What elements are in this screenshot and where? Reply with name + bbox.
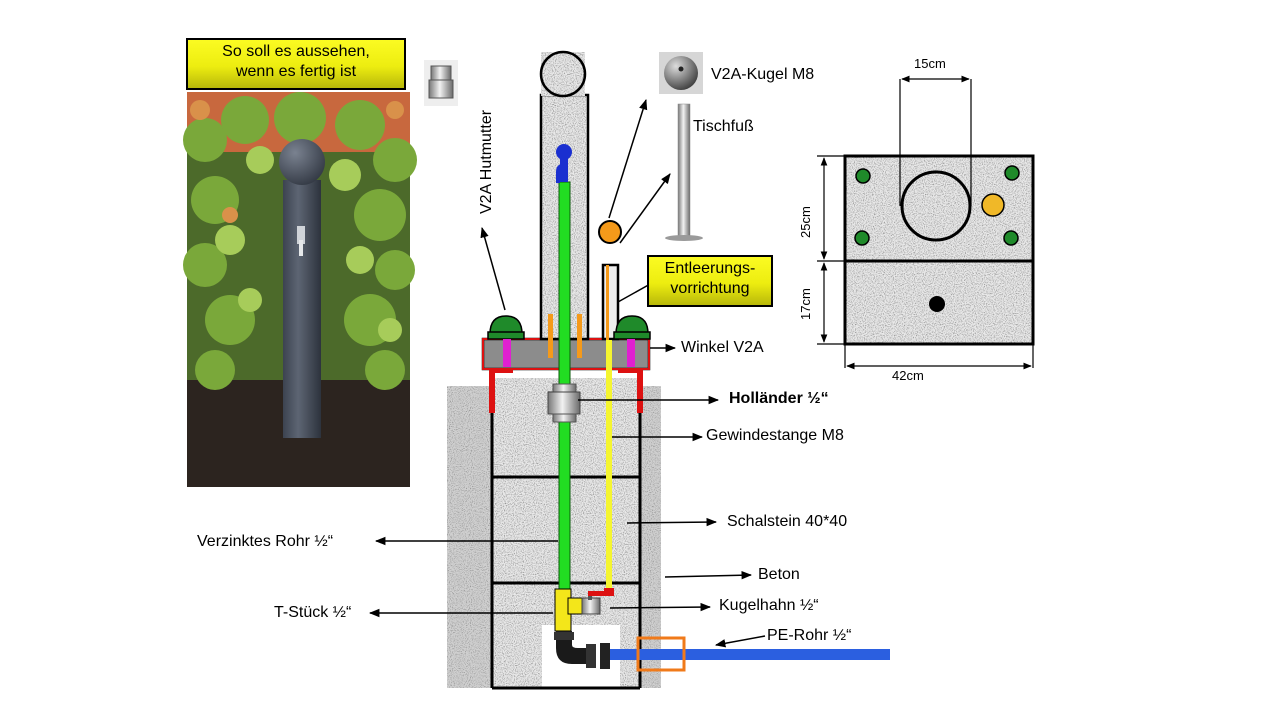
angle-brackets [489,369,643,413]
dim-width-bottom: 42cm [892,368,924,383]
spacer-right [577,314,582,358]
label-threaded-rod: Gewindestange M8 [706,427,844,444]
label-t-piece: T-Stück ½“ [274,604,352,621]
steel-ball-icon [659,52,703,94]
dim-width-top: 15cm [914,56,946,71]
drain-callout-line-2: vorrichtung [670,280,750,297]
label-concrete: Beton [758,566,800,583]
table-leg-icon [665,103,703,241]
preview-callout: So soll es aussehen, wenn es fertig ist [186,38,406,90]
drain-device [598,220,622,341]
label-ball: V2A-Kugel M8 [711,66,815,83]
dimension-lines [817,75,1034,370]
label-union: Holländer ½“ [729,390,829,407]
label-galvanized-pipe: Verzinktes Rohr ½“ [197,533,334,550]
label-cap-nut: V2A Hutmutter [478,109,495,214]
pe-pipe-sleeve [636,636,686,672]
ball-valve [581,591,610,615]
dim-height-lower: 17cm [798,288,813,320]
drain-callout: Entleerungs- vorrichtung [647,255,773,307]
dim-height-upper: 25cm [798,206,813,238]
label-table-leg: Tischfuß [693,118,754,135]
cap-nut-left [487,315,525,367]
preview-callout-line-1: So soll es aussehen, [222,43,370,60]
finished-fountain-photo [183,92,417,487]
union-fitting-icon [424,60,458,106]
union-fitting [547,383,581,423]
pe-pipe [610,649,890,660]
cap-nut-right [613,315,651,367]
drain-callout-line-1: Entleerungs- [664,260,756,277]
top-view [843,154,1035,346]
label-pe-pipe: PE-Rohr ½“ [767,627,852,644]
label-angle: Winkel V2A [681,339,764,356]
label-ball-valve: Kugelhahn ½“ [719,597,819,614]
t-piece [554,588,583,632]
leader-arrows [368,98,766,648]
threaded-rod [606,340,612,590]
elbow-fitting [554,631,610,669]
preview-callout-line-2: wenn es fertig ist [235,63,357,80]
spacer-left [548,314,553,358]
label-formwork-block: Schalstein 40*40 [727,513,848,530]
